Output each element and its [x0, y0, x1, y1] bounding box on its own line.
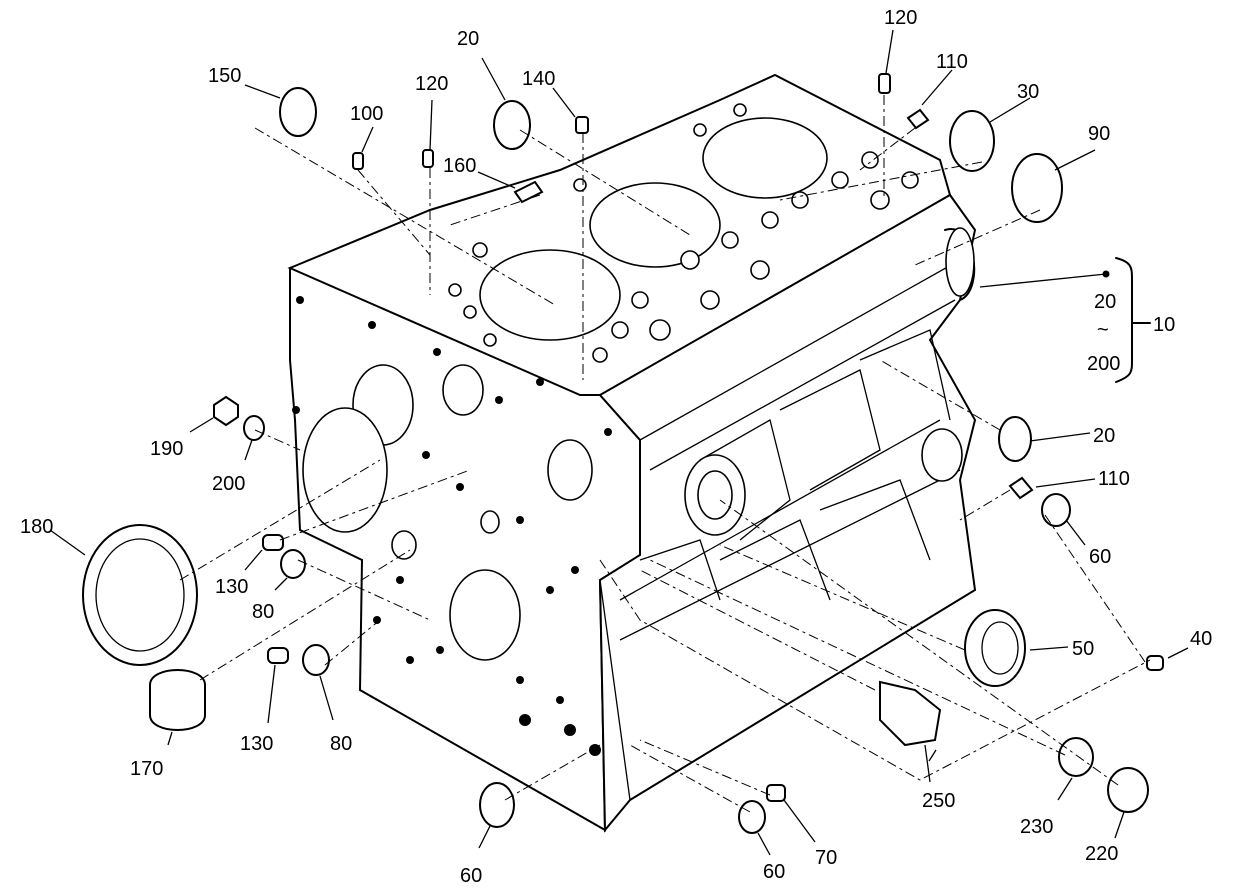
- exploded-parts: [82, 73, 1164, 834]
- callout-60-right: 60: [1089, 546, 1111, 568]
- front-face-holes: [292, 296, 612, 756]
- callout-120-left: 120: [415, 73, 448, 95]
- callout-20-right: 20: [1093, 425, 1115, 447]
- callout-230: 230: [1020, 816, 1053, 838]
- callout-60-bottom-left: 60: [460, 865, 482, 887]
- callout-160: 160: [443, 155, 476, 177]
- callout-range-start-20: 20: [1094, 291, 1116, 313]
- callout-30: 30: [1017, 81, 1039, 103]
- callout-120-right: 120: [884, 7, 917, 29]
- callout-60-bottom-right: 60: [763, 861, 785, 883]
- callout-50: 50: [1072, 638, 1094, 660]
- callout-10: 10: [1153, 314, 1175, 336]
- callout-150: 150: [208, 65, 241, 87]
- alignment-lines: [179, 95, 1151, 813]
- callout-130-upper: 130: [215, 576, 248, 598]
- callout-70: 70: [815, 847, 837, 869]
- callout-170: 170: [130, 758, 163, 780]
- callout-110-top: 110: [936, 51, 968, 73]
- callout-80-upper: 80: [252, 601, 274, 623]
- callout-100: 100: [350, 103, 383, 125]
- callout-90: 90: [1088, 123, 1110, 145]
- callout-220: 220: [1085, 843, 1118, 865]
- callout-250: 250: [922, 790, 955, 812]
- callout-140: 140: [522, 68, 555, 90]
- deck-holes: [448, 103, 919, 363]
- callout-130-lower: 130: [240, 733, 273, 755]
- callout-180: 180: [20, 516, 53, 538]
- callout-20-top: 20: [457, 28, 479, 50]
- callout-190: 190: [150, 438, 183, 460]
- callout-range-end-200: 200: [1087, 353, 1120, 375]
- cylinder-block: [287, 73, 977, 833]
- range-tilde: ~: [1097, 319, 1109, 341]
- callout-110-right: 110: [1098, 468, 1130, 490]
- callout-40: 40: [1190, 628, 1212, 650]
- callout-80-lower: 80: [330, 733, 352, 755]
- leader-lines: [49, 29, 1189, 856]
- callout-labels: 150 100 120 20 140 160 120 110 30 90 20 …: [20, 7, 1212, 887]
- callout-200: 200: [212, 473, 245, 495]
